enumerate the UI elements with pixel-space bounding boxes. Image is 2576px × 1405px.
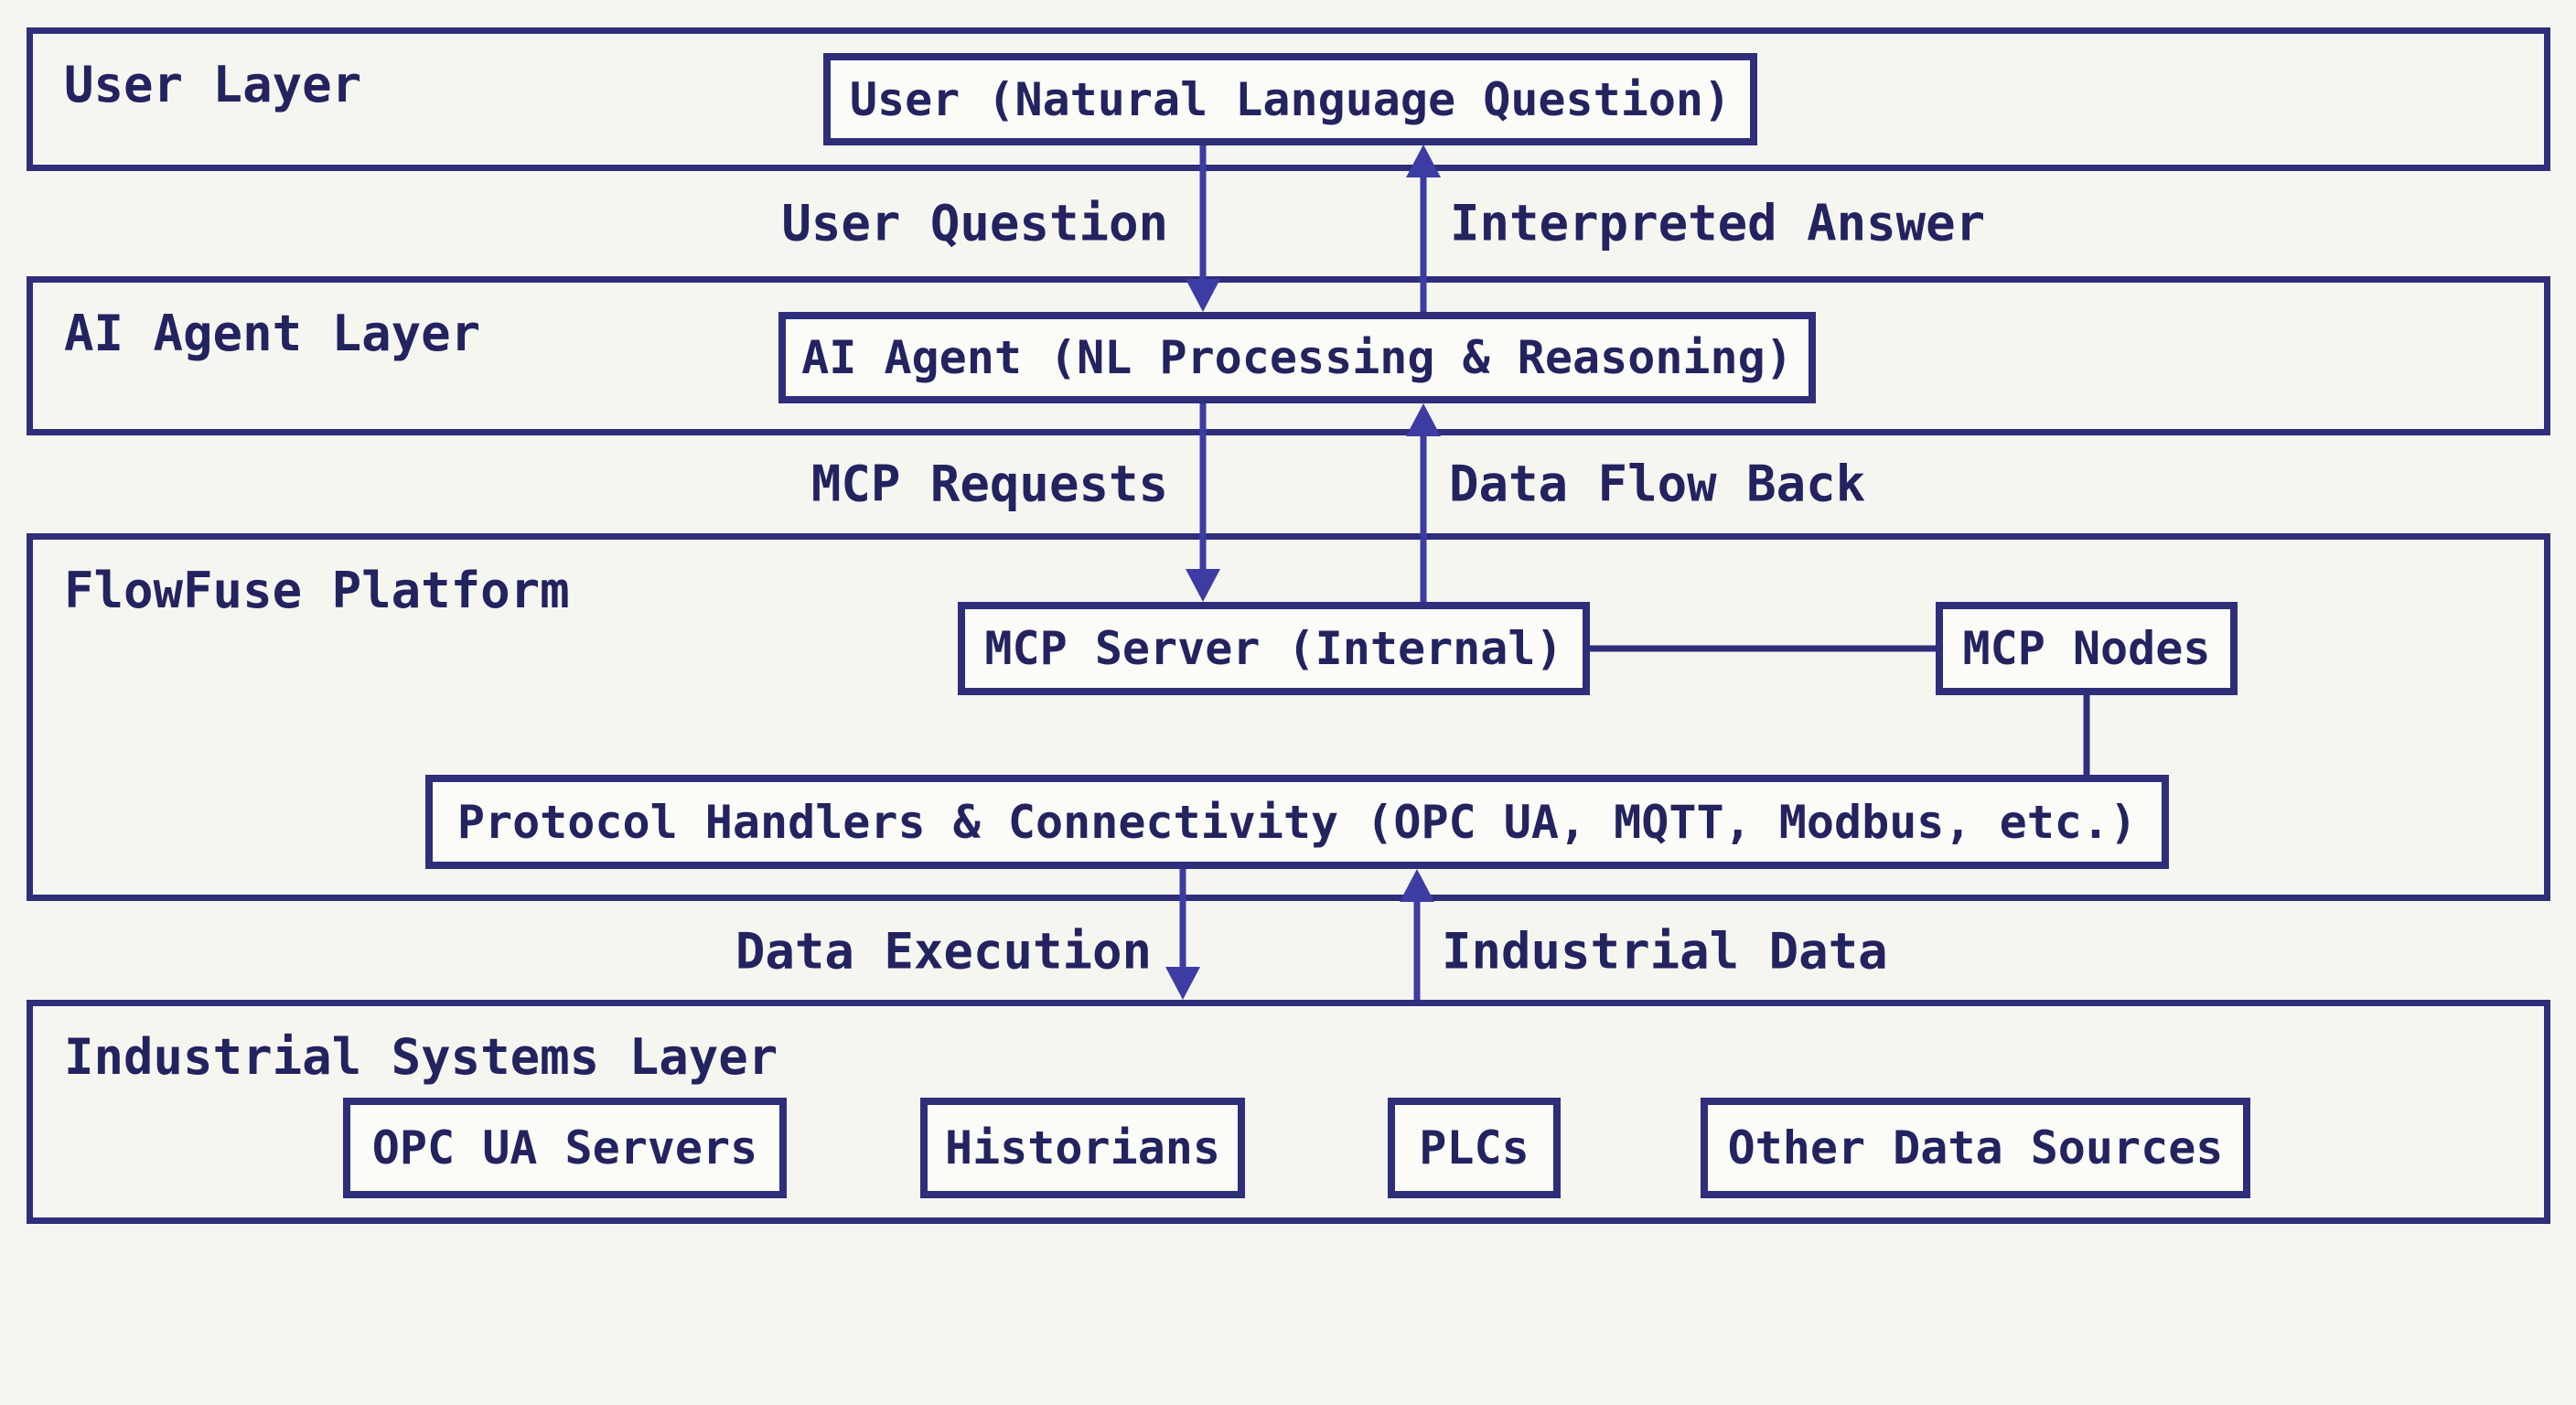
layer-ai-agent: AI Agent Layer [27,276,2550,435]
node-other-data-sources: Other Data Sources [1701,1098,2250,1198]
edge-label-mcp-requests: MCP Requests [810,455,1168,513]
layer-industrial-systems: Industrial Systems Layer [27,1000,2550,1224]
layer-ai-agent-label: AI Agent Layer [64,305,481,362]
node-mcp-server: MCP Server (Internal) [958,602,1590,695]
node-opc-ua-servers: OPC UA Servers [343,1098,787,1198]
layer-industrial-systems-label: Industrial Systems Layer [64,1028,778,1086]
node-historians: Historians [920,1098,1245,1198]
edge-label-data-execution: Data Execution [735,922,1152,981]
edge-label-data-flow-back: Data Flow Back [1449,455,1866,513]
edge-label-interpreted-answer: Interpreted Answer [1450,194,1986,252]
node-mcp-nodes: MCP Nodes [1936,602,2238,695]
layer-flowfuse-platform: FlowFuse Platform [27,533,2550,901]
edge-label-user-question: User Question [781,194,1168,252]
node-plcs: PLCs [1388,1098,1561,1198]
layer-user-label: User Layer [64,56,362,113]
layer-flowfuse-platform-label: FlowFuse Platform [64,562,570,619]
node-protocol-handlers: Protocol Handlers & Connectivity (OPC UA… [425,775,2169,869]
layer-user: User Layer [27,27,2550,171]
node-user: User (Natural Language Question) [823,53,1757,145]
node-ai-agent: AI Agent (NL Processing & Reasoning) [778,312,1816,403]
edge-label-industrial-data: Industrial Data [1442,922,1888,981]
